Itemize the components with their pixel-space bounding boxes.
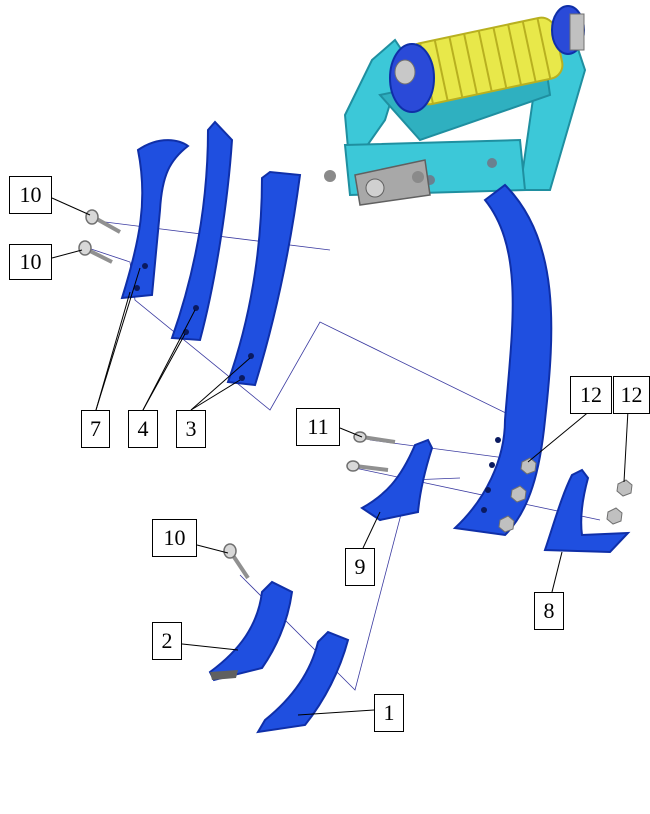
callout-3: 3: [176, 410, 206, 448]
bolt-10-upper: [85, 209, 121, 234]
leaf-7-holes: [134, 263, 148, 291]
callout-9: 9: [345, 548, 375, 586]
leader-lines: [51, 197, 629, 716]
link-plate: [324, 159, 431, 206]
coil-spring: [389, 5, 585, 113]
callout-2: 2: [152, 622, 182, 660]
leaf-part-7: [120, 139, 190, 300]
point-part-1: [256, 630, 350, 734]
callout-1: 1: [374, 694, 404, 732]
point-part-2: [208, 580, 294, 682]
callout-4: 4: [128, 410, 158, 448]
callout-12-left: 12: [570, 376, 612, 414]
callout-11: 11: [296, 408, 340, 446]
callout-10-upper: 10: [9, 176, 52, 214]
callout-7: 7: [81, 410, 110, 448]
nuts: [498, 457, 633, 533]
sweep-part-8: [543, 468, 631, 554]
wing-part-9: [360, 438, 434, 522]
leaf-part-4: [170, 120, 234, 342]
leaf-part-3: [226, 170, 302, 387]
callout-8: 8: [534, 592, 564, 630]
bolt-11-lower: [346, 460, 389, 472]
bolts: [78, 209, 396, 580]
shank: [452, 183, 553, 537]
callout-12-right: 12: [613, 376, 650, 414]
bolt-10-lower: [78, 240, 113, 264]
point-2-tip: [210, 670, 238, 680]
leaf-3-holes: [239, 353, 254, 381]
callout-10-bottom: 10: [152, 519, 197, 557]
callout-10-middle: 10: [9, 244, 52, 280]
bolt-10-bottom: [223, 543, 250, 580]
bolt-11-upper: [353, 431, 396, 444]
shank-bolt-holes: [481, 437, 501, 513]
